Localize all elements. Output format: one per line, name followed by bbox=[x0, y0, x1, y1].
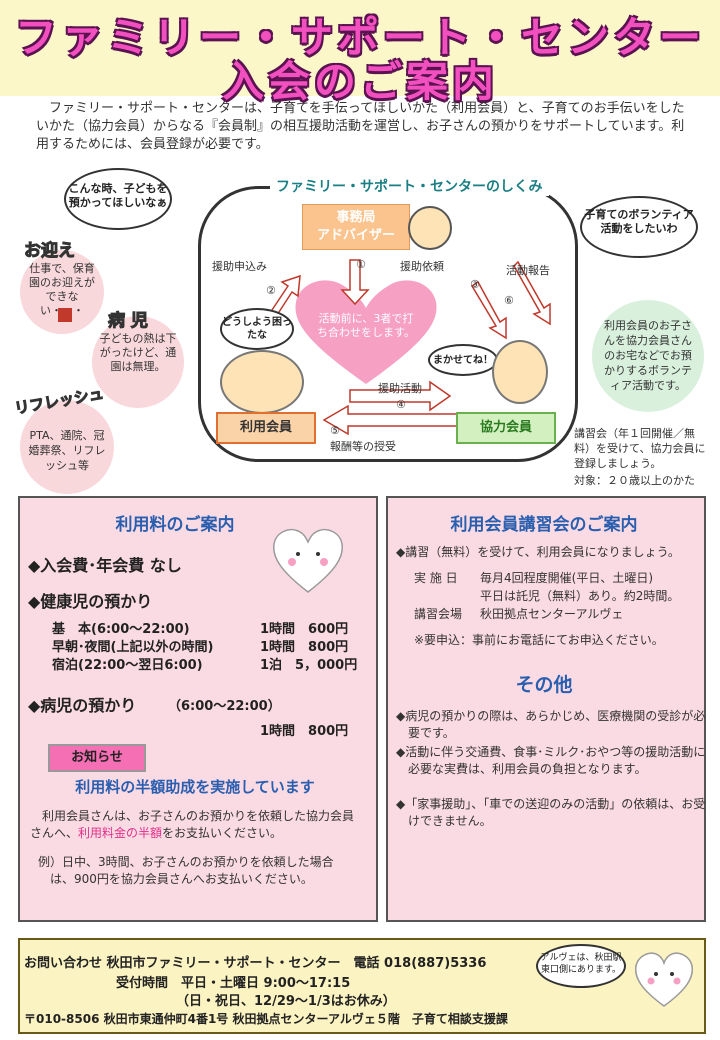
fee-row-label: 基 本(6:00～22:00) bbox=[52, 622, 190, 637]
activity-label: 援助活動 bbox=[378, 382, 422, 395]
helper-illustration bbox=[492, 340, 548, 404]
course-panel bbox=[386, 496, 706, 922]
course-date-value2: 平日は託児（無料）あり。約2時間。 bbox=[480, 589, 680, 603]
fee-row-label: 早朝･夜間(上記以外の時間) bbox=[52, 640, 214, 655]
intro-text: ファミリー・サポート・センターは、子育てを手伝ってほしいかた（利用会員）と、子育… bbox=[36, 101, 685, 152]
refresh-text: PTA、通院、冠婚葬祭、リフレッシュ等 bbox=[28, 429, 106, 472]
other-bullet-2: ◆活動に伴う交通費、食事･ミルク･おやつ等の援助活動に必要な実費は、利用会員の負… bbox=[396, 745, 706, 776]
hours-line: 受付時間 平日・土曜日 9:00～17:15 bbox=[116, 976, 351, 991]
heart-text: 活動前に、3者で打ち合わせをします。 bbox=[317, 312, 415, 339]
fee-item-sick: ◆病児の預かり bbox=[28, 696, 137, 715]
fee-item-entry: ◆入会費･年会費 なし bbox=[28, 556, 182, 575]
subsidy-text: 利用会員さんは、お子さんのお預かりを依頼した協力会員さんへ、利用料金の半額をお支… bbox=[30, 809, 355, 840]
course-date-value: 毎月4回程度開催(平日、土曜日) bbox=[480, 571, 653, 585]
step-4: ④ bbox=[396, 398, 406, 411]
subsidy-title: 利用料の半額助成を実施しています bbox=[75, 778, 315, 796]
course-title: 利用会員講習会のご案内 bbox=[450, 515, 638, 535]
other-bullet-3: ◆「家事援助」、「車での送迎のみの活動」の依頼は、お受けできません。 bbox=[396, 797, 706, 828]
course-note-apply: ※要申込：事前にお電話にてお申込ください。 bbox=[414, 633, 664, 647]
leave-bubble: まかせてね！ bbox=[428, 344, 498, 376]
course-line1: ◆講習（無料）を受けて、利用会員になりましょう。 bbox=[396, 545, 680, 559]
fees-title: 利用料のご案内 bbox=[115, 515, 235, 535]
apply-label: 援助申込み bbox=[212, 260, 267, 273]
contact-line: お問い合わせ 秋田市ファミリー・サポート・センター 電話 018(887)533… bbox=[24, 956, 487, 971]
fee-row-price: 1時間 600円 bbox=[260, 622, 349, 637]
step-1: ① bbox=[356, 258, 366, 271]
thought-bubble-left: こんな時、子どもを預かってほしいなぁ bbox=[64, 168, 172, 230]
other-title: その他 bbox=[515, 674, 573, 696]
helper-member-box: 協力会員 bbox=[456, 412, 556, 444]
notice-badge: お知らせ bbox=[48, 744, 146, 772]
location-bubble: アルヴェは、秋田駅東口側にあります。 bbox=[536, 944, 626, 988]
subsidy-example: 例）日中、3時間、お子さんのお預かりを依頼した場合は、900円を協力会員さんへお… bbox=[38, 855, 334, 886]
reward-label: 報酬等の授受 bbox=[330, 440, 396, 453]
fee-row-label: 宿泊(22:00～翌日6:00) bbox=[52, 658, 203, 673]
heart-icon bbox=[295, 280, 437, 384]
byouji-text: 子どもの熱は下がったけど、通園は無理。 bbox=[99, 332, 177, 373]
fee-sick-time: （6:00～22:00） bbox=[168, 699, 281, 714]
subsidy-highlight: 利用料金の半額 bbox=[78, 826, 163, 840]
fee-row-price: 1泊 5，000円 bbox=[260, 658, 358, 673]
fee-item-healthy: ◆健康児の預かり bbox=[28, 592, 153, 611]
family-illustration bbox=[220, 350, 304, 414]
byouji-circle bbox=[92, 316, 184, 408]
volunteer-text: 利用会員のお子さんを協力会員さんのお宅などでお預かりするボランティア活動です。 bbox=[604, 319, 692, 392]
holiday-line: （日・祝日、12/29～1/3はお休み） bbox=[176, 994, 396, 1009]
other-bullet-1: ◆病児の預かりの際は、あらかじめ、医療機関の受診が必要です。 bbox=[396, 709, 706, 740]
heart-mascot-icon bbox=[634, 952, 694, 1007]
house-icon bbox=[58, 308, 72, 322]
page-subtitle: 入会のご案内 bbox=[221, 57, 498, 106]
address-line: 〒010-8506 秋田市東通仲町4番1号 秋田拠点センターアルヴェ５階 子育て… bbox=[24, 1012, 508, 1026]
page-title: ファミリー・サポート・センター bbox=[14, 13, 705, 62]
fee-row-price: 1時間 800円 bbox=[260, 640, 349, 655]
report-label: 活動報告 bbox=[506, 264, 550, 277]
fee-sick-price: 1時間 800円 bbox=[260, 724, 349, 739]
omukae-text: 仕事で、保育園のお迎えができない・・・ bbox=[29, 262, 95, 317]
byouji-title: 病 児 bbox=[108, 311, 149, 332]
course-note: 講習会（年１回開催／無料）を受けて、協力会員に登録しましょう。 bbox=[574, 427, 706, 470]
office-box: 事務局 アドバイザー bbox=[302, 204, 410, 250]
flow-arrows bbox=[258, 259, 551, 436]
heart-mascot-icon bbox=[273, 528, 343, 593]
target-note: 対象：２０歳以上のかた bbox=[574, 474, 695, 487]
step-2: ② bbox=[266, 284, 276, 297]
step-5: ⑤ bbox=[330, 424, 340, 437]
user-member-box: 利用会員 bbox=[216, 412, 316, 444]
course-place-label: 講習会場 bbox=[414, 607, 463, 621]
step-3: ③ bbox=[470, 278, 480, 291]
course-place-value: 秋田拠点センターアルヴェ bbox=[480, 607, 624, 621]
refresh-circle bbox=[20, 400, 114, 494]
volunteer-circle bbox=[592, 300, 704, 412]
advisor-icon bbox=[408, 206, 452, 250]
header-band bbox=[0, 0, 720, 96]
request-label: 援助依頼 bbox=[400, 260, 444, 273]
course-date-label: 実 施 日 bbox=[414, 571, 458, 585]
worry-bubble: どうしよう困ったな bbox=[220, 308, 294, 350]
step-6: ⑥ bbox=[504, 294, 514, 307]
thought-bubble-right: 子育てのボランティア活動をしたいわ bbox=[580, 196, 698, 258]
diagram-title: ファミリー・サポート・センターのしくみ bbox=[270, 176, 549, 196]
omukae-title: お迎え bbox=[24, 241, 76, 262]
